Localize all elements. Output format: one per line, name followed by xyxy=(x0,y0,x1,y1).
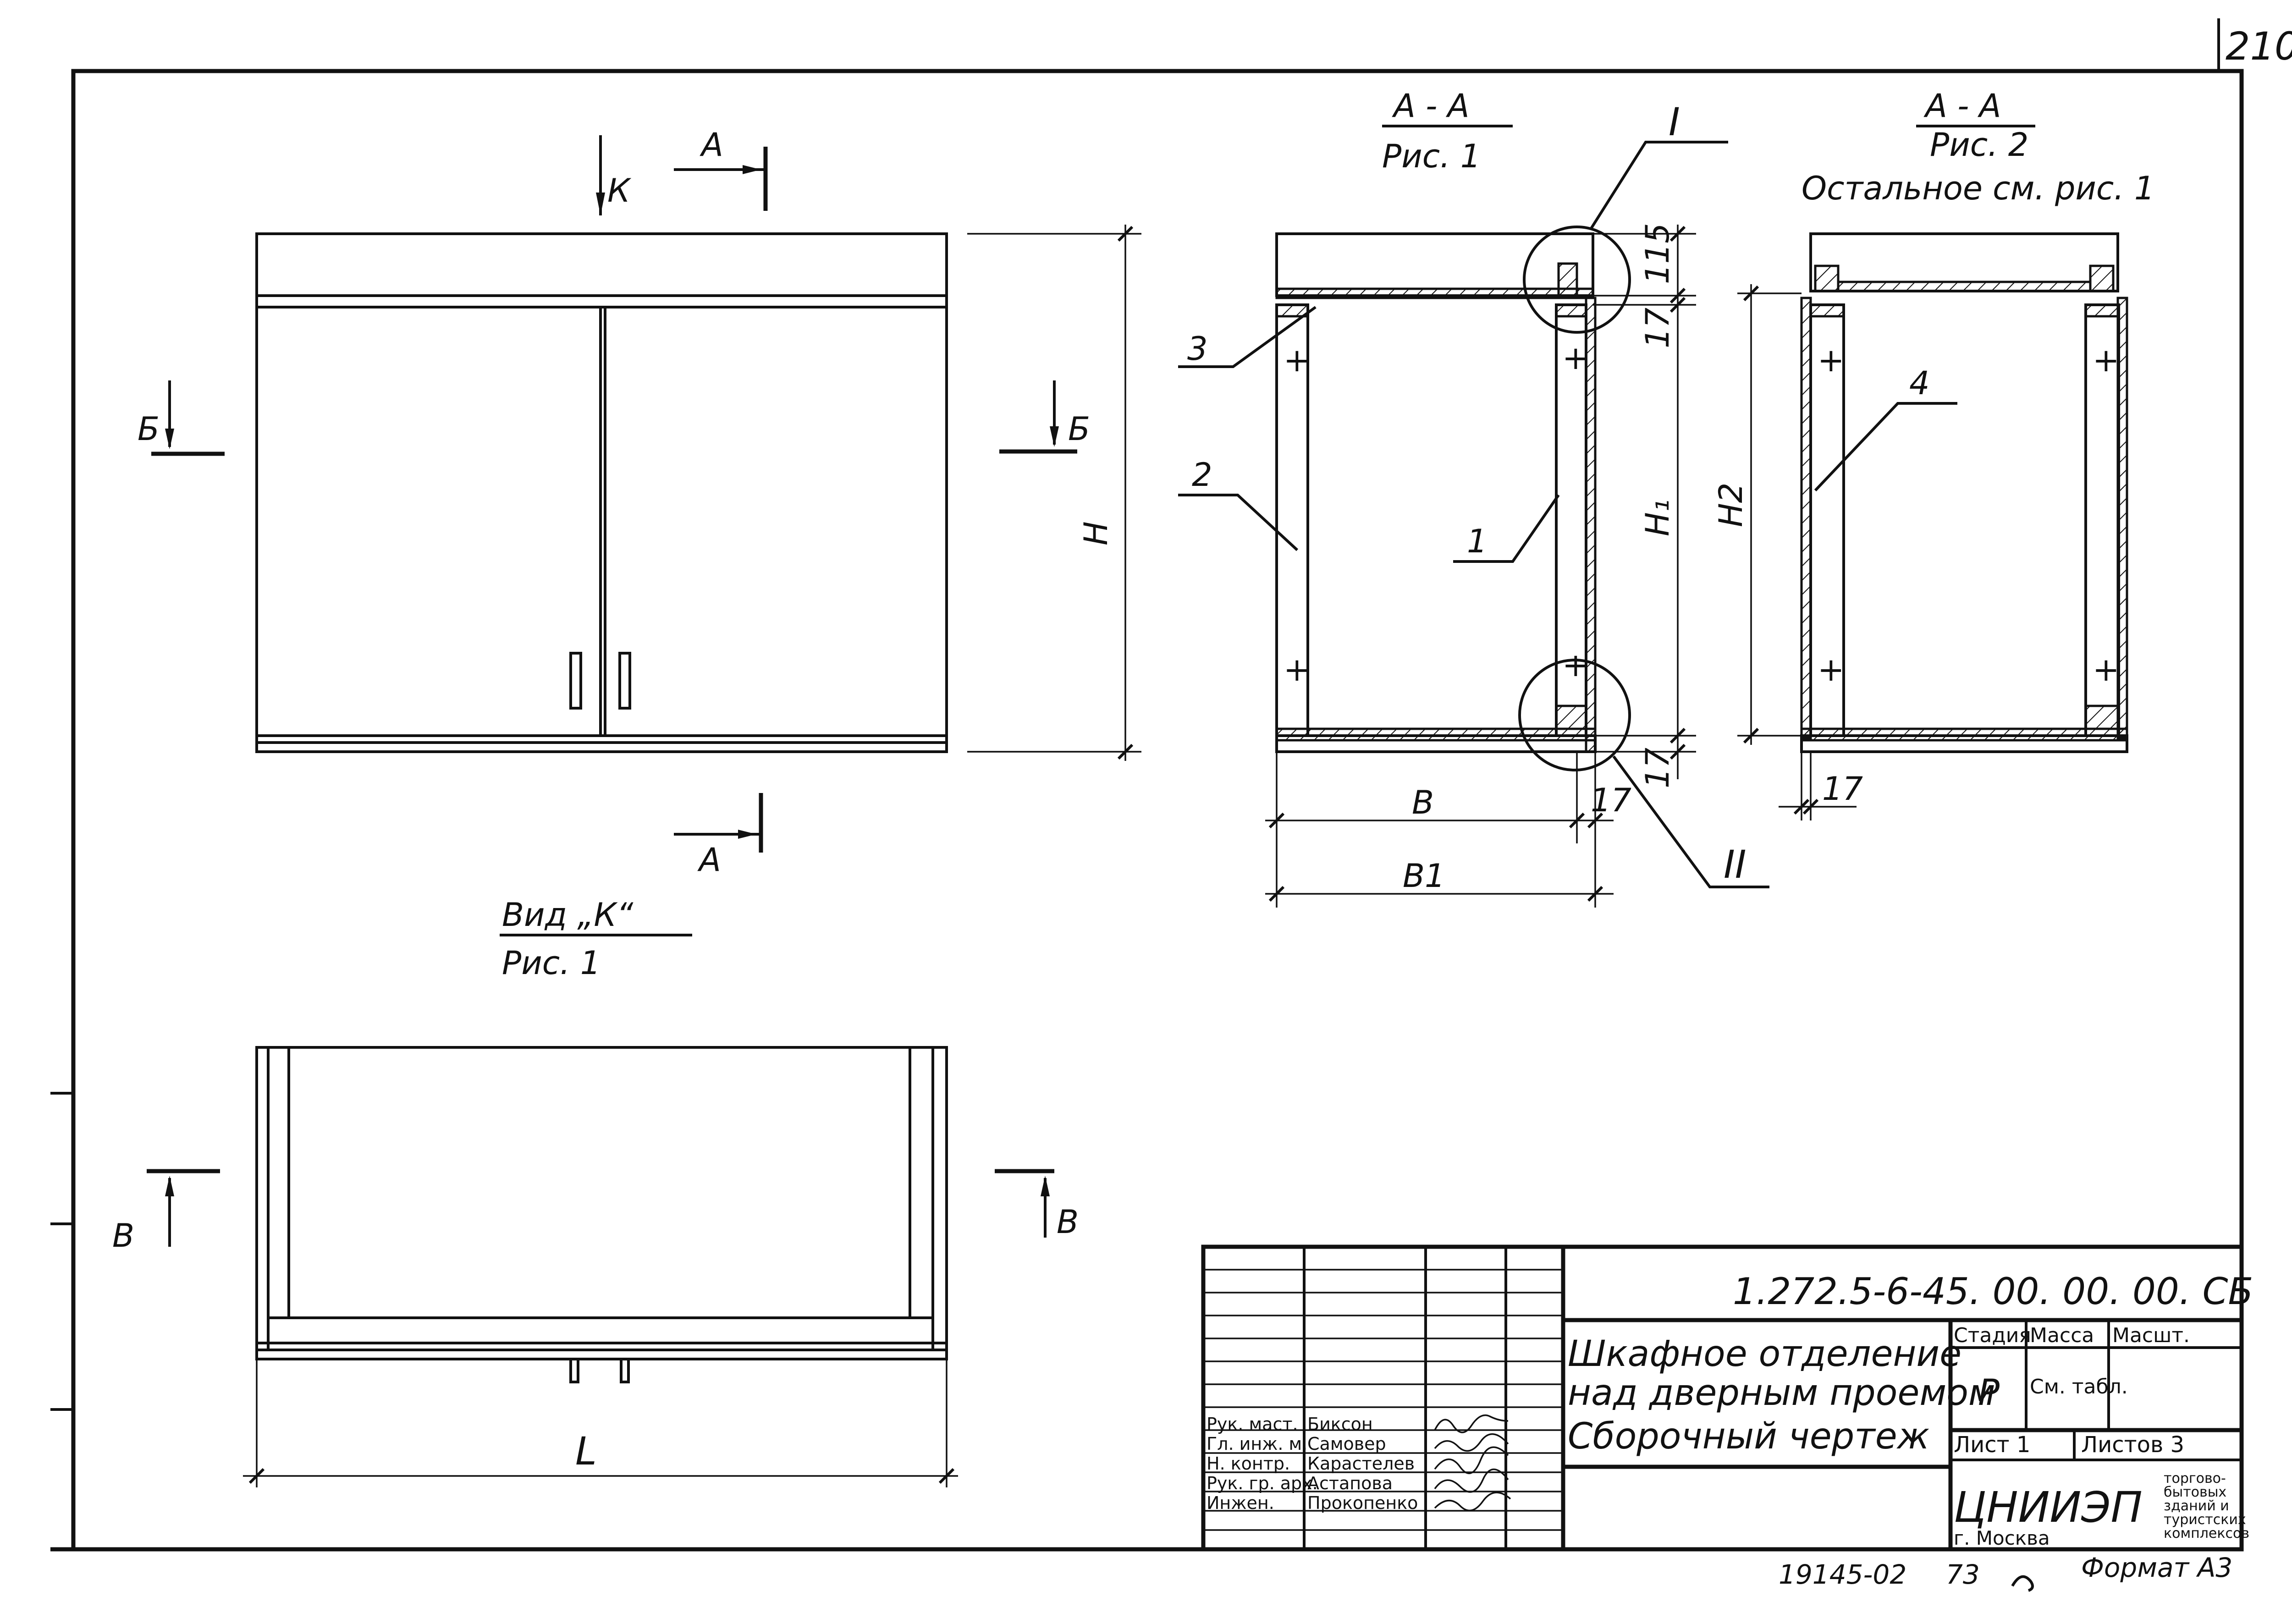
dimension-label: В1 xyxy=(1403,857,1445,895)
view-subtitle: Рис. 1 xyxy=(502,944,601,982)
stage-value: Р xyxy=(1978,1372,2000,1414)
role-label: Рук. гр. арх. xyxy=(1207,1473,1318,1493)
svg-text:+: + xyxy=(1284,341,1311,379)
dimension-label: В xyxy=(1412,784,1434,821)
format-label: Формат А3 xyxy=(2081,1552,2232,1583)
signature xyxy=(1434,1468,1509,1493)
svg-text:+: + xyxy=(1818,341,1845,379)
door-handle xyxy=(569,652,582,710)
svg-text:+: + xyxy=(2093,341,2120,379)
view-subtitle: Рис. 1 xyxy=(1382,138,1481,175)
view-title: А - А xyxy=(1392,87,1470,125)
dimension-label: 17 xyxy=(1591,782,1631,819)
signature xyxy=(1434,1492,1511,1512)
org-detail: торгово- xyxy=(2164,1470,2226,1486)
drawing-title: Шкафное отделение xyxy=(1568,1333,1961,1375)
dimension-label: 17 xyxy=(1822,770,1863,808)
organization: ЦНИИЭП xyxy=(1954,1483,2143,1532)
drawing-title: над дверным проемом xyxy=(1568,1372,1995,1414)
section-mark: В xyxy=(1057,1203,1079,1241)
section-mark: А xyxy=(700,126,723,164)
svg-text:+: + xyxy=(2093,651,2120,688)
signature xyxy=(1434,1414,1509,1433)
callout-label: I xyxy=(1669,99,1680,144)
dimension-label: 17 xyxy=(1639,308,1676,348)
role-label: Рук. маст. xyxy=(1207,1414,1298,1434)
person-name: Астапова xyxy=(1307,1473,1393,1493)
organization-city: г. Москва xyxy=(1954,1527,2050,1549)
view-title: А - А xyxy=(1923,87,2001,125)
svg-text:+: + xyxy=(1818,651,1845,688)
role-label: Н. контр. xyxy=(1207,1453,1290,1474)
stage-label: Стадия xyxy=(1954,1324,2031,1347)
view-arrow-label: К xyxy=(607,172,632,209)
position-label: 4 xyxy=(1909,364,1930,402)
dimension-label: L xyxy=(575,1429,597,1474)
detail-callout xyxy=(1523,226,1631,334)
mass-label: Масса xyxy=(2030,1324,2094,1347)
front-view: К А А Б Б Н xyxy=(138,126,1141,879)
svg-text:+: + xyxy=(1284,651,1311,688)
signature xyxy=(1434,1433,1509,1452)
section-aa-fig1: А - А Рис. 1 + + + + I II 3 2 1 xyxy=(1178,87,1769,908)
svg-text:+: + xyxy=(1562,646,1589,684)
detail-callout xyxy=(1518,659,1631,771)
org-detail: зданий и xyxy=(2164,1498,2229,1514)
org-detail: туристских xyxy=(2164,1512,2246,1528)
role-label: Гл. инж. м. xyxy=(1207,1434,1307,1454)
section-mark: В xyxy=(112,1217,134,1255)
footer: 19145-02 73 Формат А3 xyxy=(1779,1552,2232,1592)
view-note: Остальное см. рис. 1 xyxy=(1802,170,2154,207)
sheet-label: Лист 1 xyxy=(1954,1432,2030,1458)
role-label: Инжен. xyxy=(1207,1493,1274,1513)
person-name: Карастелев xyxy=(1307,1453,1415,1474)
person-name: Прокопенко xyxy=(1307,1493,1418,1513)
dimension-label: 17 xyxy=(1639,748,1676,788)
person-name: Самовер xyxy=(1307,1434,1386,1454)
scale-label: Масшт. xyxy=(2112,1324,2190,1347)
document-code: 1.272.5-6-45. 00. 00. 00. СБ xyxy=(1733,1270,2253,1313)
copy-number: 73 xyxy=(1946,1559,1980,1590)
view-title: Вид „К“ xyxy=(502,896,634,934)
dimension-label: 115 xyxy=(1639,223,1676,284)
inventory-number: 19145-02 xyxy=(1779,1559,1906,1590)
section-mark: Б xyxy=(138,410,160,448)
sheet-number: 210 xyxy=(2226,24,2292,69)
view-k: Вид „К“ Рис. 1 В В L xyxy=(112,896,1079,1487)
position-label: 2 xyxy=(1192,456,1212,494)
svg-text:+: + xyxy=(1562,339,1589,377)
dimension-label: Н₁ xyxy=(1639,499,1676,536)
callout-label: II xyxy=(1724,842,1747,887)
dimension-label: Н xyxy=(1077,521,1115,545)
section-aa-fig2: А - А Рис. 2 Остальное см. рис. 1 + + + … xyxy=(1712,87,2154,820)
drawing-title: Сборочный чертеж xyxy=(1568,1416,1929,1457)
position-label: 3 xyxy=(1187,330,1208,368)
door-handle xyxy=(618,652,631,710)
sheets-label: Листов 3 xyxy=(2081,1432,2184,1458)
view-subtitle: Рис. 2 xyxy=(1930,126,2028,164)
mass-value: См. табл. xyxy=(2030,1375,2128,1398)
section-mark: Б xyxy=(1068,410,1090,448)
dimension-label: Н2 xyxy=(1712,483,1750,527)
position-label: 1 xyxy=(1467,523,1488,560)
scribble-mark xyxy=(2011,1575,2034,1592)
person-name: Биксон xyxy=(1307,1414,1373,1434)
section-mark: А xyxy=(697,841,721,879)
title-block: Рук. маст. Биксон Гл. инж. м. Самовер Н.… xyxy=(1201,1244,2253,1552)
signature xyxy=(1434,1446,1509,1475)
org-detail: бытовых xyxy=(2164,1484,2226,1500)
org-detail: комплексов xyxy=(2164,1525,2249,1541)
